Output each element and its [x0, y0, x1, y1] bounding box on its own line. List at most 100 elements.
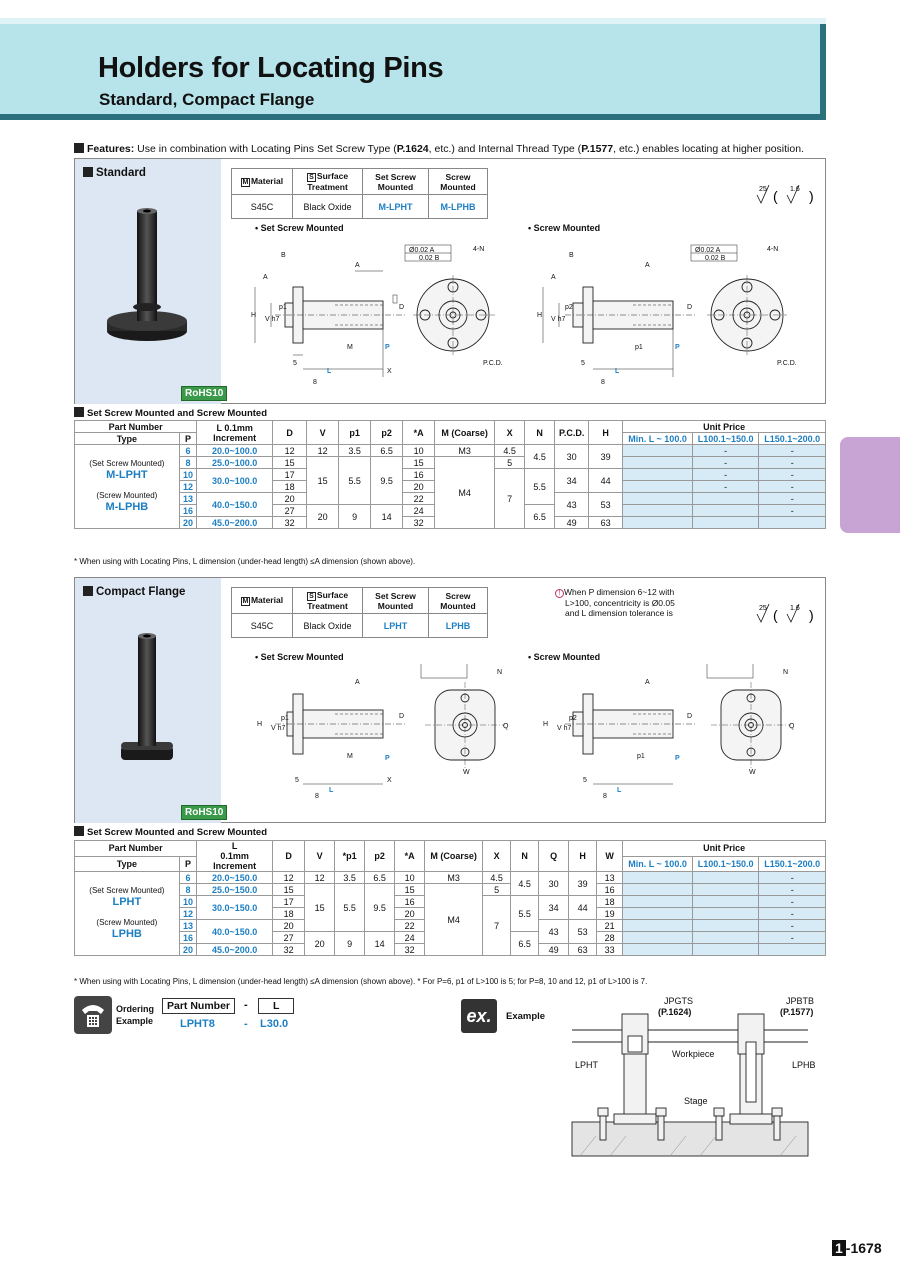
table-row: 20 45.0~200.0 32 32 49 63: [75, 516, 826, 529]
svg-text:L: L: [327, 368, 332, 375]
jpgts-label: JPGTS: [664, 996, 694, 1006]
l-header: L: [258, 998, 295, 1014]
page-title: Holders for Locating Pins: [98, 52, 444, 84]
svg-text:8: 8: [315, 793, 319, 800]
warning-icon: !: [555, 589, 564, 598]
svg-text:P: P: [385, 755, 390, 762]
svg-text:P.C.D.: P.C.D.: [777, 360, 797, 367]
compact-photo: Compact Flange RoHS10: [75, 578, 228, 823]
svg-text:N: N: [783, 669, 788, 676]
lphb-label: LPHB: [792, 1060, 816, 1070]
svg-text:4-N: 4-N: [767, 246, 778, 253]
svg-text:p1: p1: [635, 344, 643, 351]
svg-text:1.6: 1.6: [790, 605, 800, 612]
table-row: (Set Screw Mounted)M-LPHT(Screw Mounted)…: [74, 444, 826, 529]
table2-label: Set Screw Mounted and Screw Mounted: [74, 826, 267, 838]
svg-text:p1: p1: [281, 715, 289, 722]
notice-box: !When P dimension 6~12 with L>100, conce…: [555, 587, 675, 618]
table-row: 10 30.0~150.0 17 16 7 5.5 34 44 18 -: [75, 895, 826, 956]
svg-text:D: D: [687, 304, 692, 311]
svg-text:4-N: 4-N: [473, 246, 484, 253]
bullet-square-icon: [83, 586, 93, 596]
surface-roughness-symbol: 25 ( 1.6 ): [756, 184, 814, 204]
standard-holder-image: [107, 208, 187, 341]
svg-text:L: L: [329, 787, 334, 794]
table-row: 13 40.0~150.0 20 22 43 53 -: [75, 492, 826, 517]
surface-roughness-symbol: 25 ( 1.6 ): [756, 603, 814, 623]
svg-text:M: M: [347, 753, 353, 760]
svg-text:A: A: [645, 262, 650, 269]
svg-text:H: H: [543, 721, 548, 728]
svg-text:5: 5: [581, 360, 585, 367]
svg-text:D: D: [399, 713, 404, 720]
table-row: 12 18 20 - -: [75, 480, 826, 493]
svg-text:Q: Q: [789, 723, 795, 730]
drawing-screw-title: • Screw Mounted: [528, 652, 601, 662]
drawing-set-title: • Set Screw Mounted: [255, 223, 344, 233]
svg-text:X: X: [387, 777, 392, 784]
svg-text:H: H: [257, 721, 262, 728]
jpbtb-ref: (P.1577): [780, 1007, 814, 1017]
ordering-example: Ordering Example Part Number - L LPHT8 -…: [74, 996, 314, 1040]
svg-text:B: B: [569, 252, 574, 259]
chapter-side-tab: [840, 437, 900, 533]
svg-text:0.02 B: 0.02 B: [419, 255, 440, 262]
l-value: L30.0: [260, 1018, 289, 1030]
svg-text:8: 8: [313, 379, 317, 386]
svg-text:Ø0.02 A: Ø0.02 A: [695, 247, 721, 254]
features-label: Features:: [87, 143, 135, 155]
svg-text:(: (: [773, 607, 778, 623]
svg-text:V h7: V h7: [271, 725, 286, 732]
svg-text:5: 5: [583, 777, 587, 784]
example-assembly-drawing: [571, 1013, 809, 1157]
svg-text:8: 8: [601, 379, 605, 386]
svg-text:H: H: [537, 312, 542, 319]
svg-text:5: 5: [293, 360, 297, 367]
svg-text:0.02 B: 0.02 B: [705, 255, 726, 262]
workpiece-label: Workpiece: [672, 1049, 715, 1059]
svg-text:A: A: [355, 679, 360, 686]
svg-text:V h7: V h7: [551, 316, 566, 323]
svg-text:N: N: [497, 669, 502, 676]
table-row: 16 27 20 9 14 24 6.5 28 -: [75, 931, 826, 956]
svg-text:8: 8: [603, 793, 607, 800]
svg-text:p2: p2: [569, 715, 577, 722]
standard-spec-table: Part Number L 0.1mm Increment D V p1 p2 …: [73, 420, 826, 529]
drawing-screw-title: • Screw Mounted: [528, 223, 601, 233]
rohs-badge: RoHS10: [181, 386, 228, 401]
svg-text:Q: Q: [503, 723, 509, 730]
svg-text:V h7: V h7: [557, 725, 572, 732]
jpgts-ref: (P.1624): [658, 1007, 692, 1017]
example-badge: ex.: [461, 999, 497, 1033]
page-ref-link[interactable]: P.1577: [581, 143, 614, 155]
svg-text:): ): [809, 607, 814, 623]
svg-text:D: D: [687, 713, 692, 720]
svg-text:P: P: [385, 344, 390, 351]
svg-text:L: L: [617, 787, 622, 794]
svg-text:H: H: [251, 312, 256, 319]
svg-text:1.6: 1.6: [790, 186, 800, 193]
svg-text:p1: p1: [279, 304, 287, 311]
bullet-square-icon: [74, 143, 84, 153]
svg-text:M: M: [347, 344, 353, 351]
svg-text:5: 5: [295, 777, 299, 784]
svg-text:B: B: [281, 252, 286, 259]
example-label: Example: [506, 1011, 546, 1022]
svg-text:P: P: [675, 755, 680, 762]
table-row: (Set Screw Mounted)LPHT(Screw Mounted)LP…: [74, 871, 826, 956]
svg-text:V h7: V h7: [265, 316, 280, 323]
svg-text:A: A: [551, 274, 556, 281]
lpht-label: LPHT: [575, 1060, 599, 1070]
svg-text:D: D: [399, 304, 404, 311]
page-ref-link[interactable]: P.1624: [396, 143, 429, 155]
table1-label: Set Screw Mounted and Screw Mounted: [74, 407, 267, 419]
standard-photo: Standard RoHS10: [75, 159, 228, 404]
